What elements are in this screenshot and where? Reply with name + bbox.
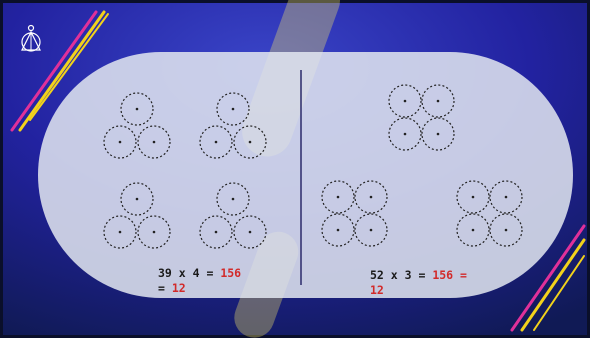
triangle-group-1-top-circle-center-dot — [135, 107, 139, 111]
square-group-3-top-left-circle — [456, 180, 490, 214]
triangle-group-1-left-circle — [103, 125, 137, 159]
triangle-group-3-top-circle — [120, 182, 154, 216]
triangle-circle-emblem-icon — [18, 24, 44, 54]
triangle-group-2-right-circle-center-dot — [248, 140, 252, 144]
square-group-1-bottom-right-circle — [421, 117, 455, 151]
triangle-group-2-right-circle — [233, 125, 267, 159]
square-group-3-bottom-left-circle-center-dot — [471, 228, 475, 232]
square-group-2-bottom-right-circle-center-dot — [369, 228, 373, 232]
triangle-group-1-right-circle-center-dot — [152, 140, 156, 144]
square-group-3-bottom-right-circle-center-dot — [504, 228, 508, 232]
square-group-1-top-right-circle — [421, 84, 455, 118]
square-group-3-bottom-left-circle — [456, 213, 490, 247]
square-group-2-bottom-left-circle — [321, 213, 355, 247]
square-group-1-top-left-circle — [388, 84, 422, 118]
triangle-group-3-right-circle-center-dot — [152, 230, 156, 234]
triangle-group-4-right-circle — [233, 215, 267, 249]
right-equation-value: 156 — [432, 268, 454, 282]
triangle-group-3-right-circle — [137, 215, 171, 249]
square-group-2-bottom-right-circle — [354, 213, 388, 247]
left-equation-value: 156 — [220, 266, 242, 280]
square-group-1-top-left-circle-center-dot — [403, 99, 407, 103]
square-group-1-bottom-right-circle-center-dot — [436, 132, 440, 136]
triangle-group-4-top-circle — [216, 182, 250, 216]
square-group-1-bottom-left-circle-center-dot — [403, 132, 407, 136]
triangle-group-2-top-circle-center-dot — [231, 107, 235, 111]
left-equation: 39 x 4 = 156 = 12 — [158, 266, 241, 296]
top-left-stripes — [10, 10, 109, 132]
right-equation-trail: = — [460, 268, 467, 282]
square-group-3-bottom-right-circle — [489, 213, 523, 247]
square-group-2-top-left-circle — [321, 180, 355, 214]
left-equation-equals: = — [158, 281, 165, 295]
square-group-3-top-right-circle-center-dot — [504, 195, 508, 199]
triangle-group-1-left-circle-center-dot — [118, 140, 122, 144]
triangle-group-4-right-circle-center-dot — [248, 230, 252, 234]
triangle-group-4-left-circle — [199, 215, 233, 249]
right-equation-lhs: 52 x 3 = — [370, 268, 426, 282]
triangle-group-4-left-circle-center-dot — [214, 230, 218, 234]
left-equation-result: 12 — [171, 281, 186, 295]
right-equation-result: 12 — [370, 283, 384, 297]
triangle-group-2-left-circle-center-dot — [214, 140, 218, 144]
triangle-group-1-top-circle — [120, 92, 154, 126]
triangle-group-4-top-circle-center-dot — [231, 197, 235, 201]
right-equation: 52 x 3 = 156 = 12 — [370, 268, 467, 298]
triangle-group-2-top-circle — [216, 92, 250, 126]
square-group-3-top-left-circle-center-dot — [471, 195, 475, 199]
bottom-right-stripes — [510, 224, 586, 332]
square-group-3-top-right-circle — [489, 180, 523, 214]
square-group-2-top-left-circle-center-dot — [336, 195, 340, 199]
square-group-1-bottom-left-circle — [388, 117, 422, 151]
triangle-group-2-left-circle — [199, 125, 233, 159]
triangle-group-3-top-circle-center-dot — [135, 197, 139, 201]
square-group-2-bottom-left-circle-center-dot — [336, 228, 340, 232]
left-equation-lhs: 39 x 4 = — [158, 266, 214, 280]
triangle-group-3-left-circle-center-dot — [118, 230, 122, 234]
triangle-group-3-left-circle — [103, 215, 137, 249]
content-panel — [38, 52, 573, 298]
square-group-2-top-right-circle-center-dot — [369, 195, 373, 199]
triangle-group-1-right-circle — [137, 125, 171, 159]
square-group-1-top-right-circle-center-dot — [436, 99, 440, 103]
square-group-2-top-right-circle — [354, 180, 388, 214]
